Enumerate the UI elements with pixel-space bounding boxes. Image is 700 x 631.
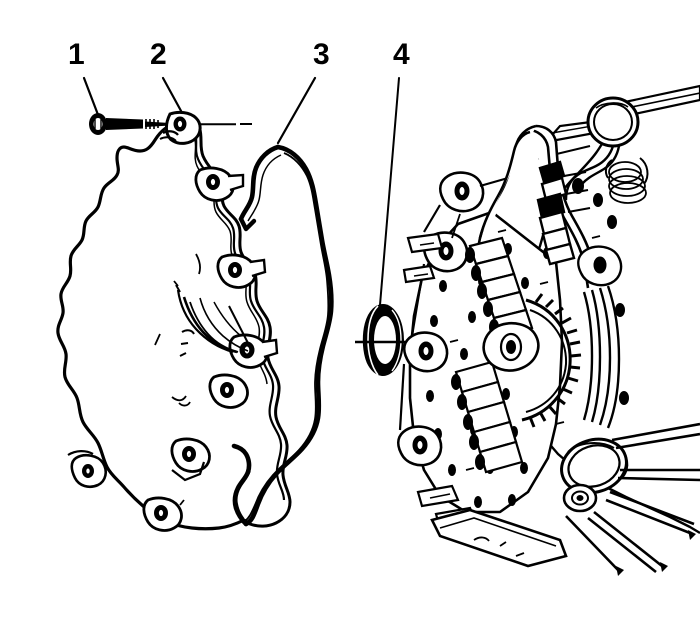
gasket-bead-outer-2: [243, 144, 334, 527]
leader-line-1: [82, 76, 102, 122]
gasket-tail-hook: [238, 216, 257, 232]
case-left-rib-lines: [413, 242, 451, 499]
cover-boss-top: [159, 110, 202, 145]
gasket-lower-jog-inner: [235, 470, 251, 520]
o-ring-highlight-1: [361, 307, 373, 375]
case-right-channels: [582, 285, 621, 429]
leader-lines: [82, 76, 400, 306]
case-machining-ticks: [449, 229, 601, 471]
case-boss-d: [396, 425, 443, 467]
cover-boss-3: [216, 253, 267, 289]
bolt-thread-body: [145, 121, 170, 127]
case-boss-a: [438, 171, 485, 213]
gasket-lower-jog: [231, 443, 252, 527]
gasket-bead-inner-2: [247, 154, 282, 222]
o-ring-highlight-2: [367, 305, 379, 376]
case-toothed-arc: [521, 293, 582, 428]
gasket-bead-inner: [244, 152, 330, 522]
bolt-part: [89, 113, 252, 135]
cover-outer-outline: [56, 121, 245, 531]
case-lower-right-bore: [560, 437, 628, 495]
bolt-shank: [106, 118, 143, 130]
cover-gasket-part: [231, 144, 334, 527]
case-left-ribs: [402, 232, 478, 530]
gasket-bead-outer: [238, 144, 281, 222]
o-ring-bore: [374, 316, 396, 364]
cover-surface-marks: [154, 253, 201, 506]
transmission-case-assembly: [396, 84, 700, 576]
case-lower-pan-lip: [430, 508, 568, 568]
case-boss-c: [402, 331, 449, 373]
cover-boss-7: [142, 496, 183, 532]
case-lower-pan-marks: [473, 536, 525, 557]
cover-boss-2: [194, 166, 245, 202]
o-ring-highlight-3: [391, 309, 402, 372]
callout-number-3: 3: [313, 38, 330, 71]
callout-number-4: 4: [393, 38, 410, 71]
case-lower-right-hub: [562, 483, 598, 513]
cover-interior-rib: [173, 280, 250, 354]
cover-rail-inner-2: [185, 130, 268, 385]
cover-boss-6: [170, 437, 211, 482]
valve-body-cover-part: [56, 110, 292, 532]
callout-number-1: 1: [68, 38, 85, 71]
leader-line-3: [276, 76, 317, 145]
callout-number-2: 2: [150, 38, 167, 71]
case-oring-bore: [482, 322, 540, 372]
cover-boss-left: [67, 450, 108, 489]
case-spring-detail: [604, 157, 649, 204]
case-bore-upper-right: [586, 96, 640, 148]
cover-boss-5: [208, 373, 249, 409]
case-lower-valve-caps: [451, 374, 485, 470]
bolt-head-socket: [93, 118, 103, 130]
case-solenoid-cluster: [536, 160, 591, 266]
leader-line-4: [379, 77, 400, 306]
case-strut-tips: [616, 530, 696, 576]
case-lower-struts: [565, 422, 700, 574]
cover-detail-ticks: [179, 329, 195, 357]
